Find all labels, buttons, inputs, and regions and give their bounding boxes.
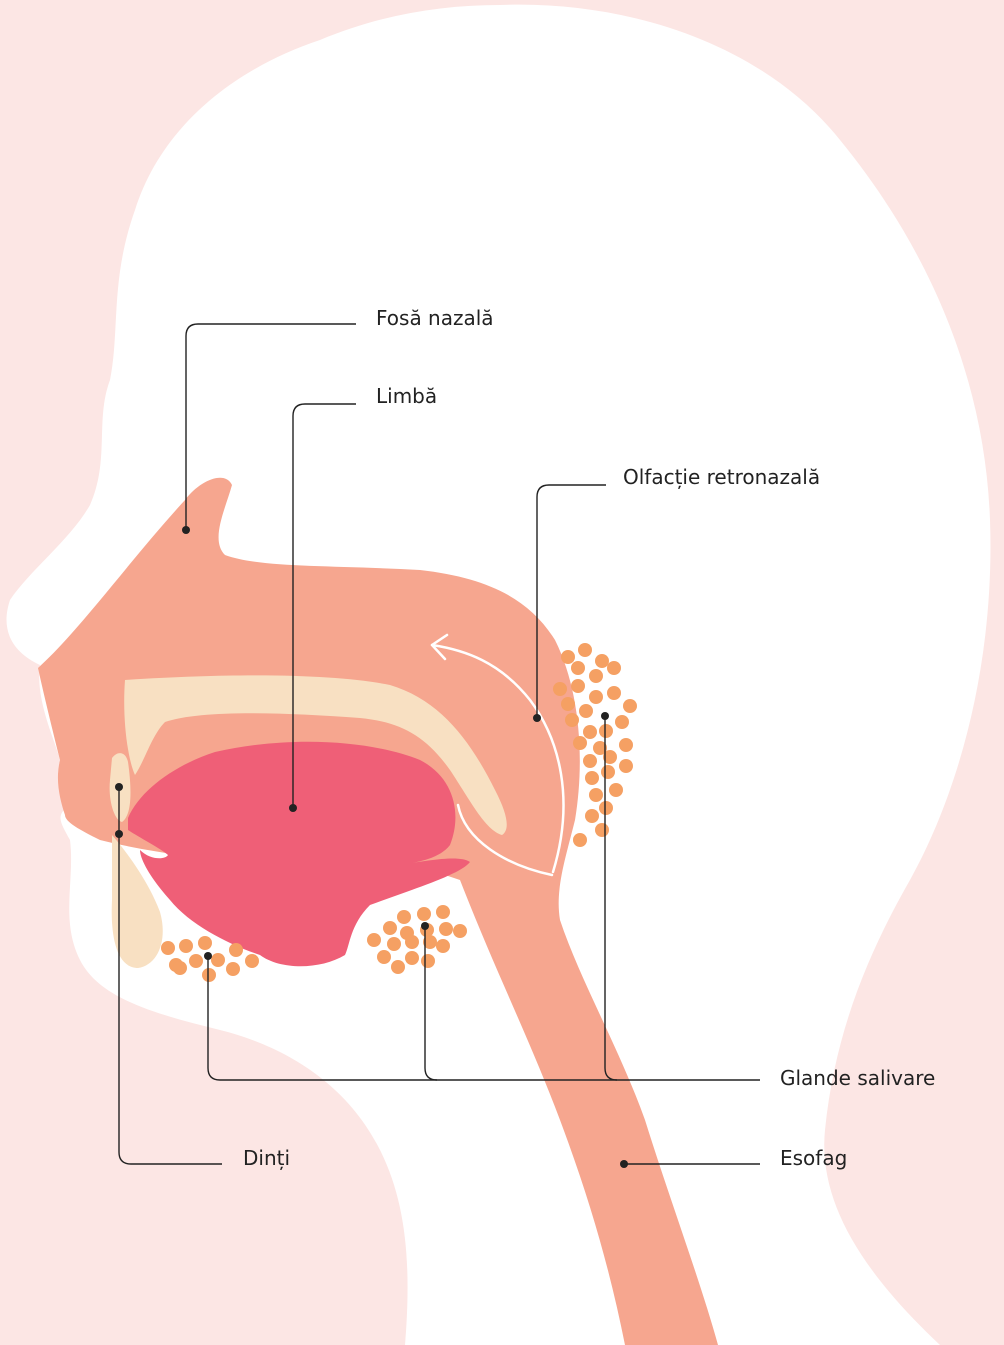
gland-dot	[601, 765, 615, 779]
gland-dot	[578, 643, 592, 657]
gland-dot	[391, 960, 405, 974]
gland-dot	[589, 690, 603, 704]
gland-dot	[607, 686, 621, 700]
label-esophagus: Esofag	[780, 1146, 847, 1170]
gland-dot	[383, 921, 397, 935]
label-teeth: Dinți	[243, 1146, 290, 1170]
gland-dot	[585, 771, 599, 785]
label-nasal-cavity: Fosă nazală	[376, 306, 494, 330]
gland-dot	[571, 661, 585, 675]
gland-dot	[405, 951, 419, 965]
gland-dot	[553, 682, 567, 696]
gland-dot	[245, 954, 259, 968]
dot-tongue	[289, 804, 297, 812]
label-retronasal: Olfacție retronazală	[623, 465, 820, 489]
gland-dot	[367, 933, 381, 947]
gland-dot	[436, 939, 450, 953]
gland-dot	[573, 833, 587, 847]
gland-dot	[405, 935, 419, 949]
dot-teeth-upper	[115, 783, 123, 791]
label-salivary-glands: Glande salivare	[780, 1066, 935, 1090]
gland-dot	[211, 953, 225, 967]
gland-dot	[615, 715, 629, 729]
gland-dot	[387, 937, 401, 951]
gland-dot	[417, 907, 431, 921]
gland-dot	[595, 823, 609, 837]
gland-dot	[229, 943, 243, 957]
dot-retronasal	[533, 714, 541, 722]
gland-dot	[377, 950, 391, 964]
gland-dot	[609, 783, 623, 797]
gland-dot	[561, 650, 575, 664]
gland-dot	[189, 954, 203, 968]
gland-dot	[619, 738, 633, 752]
gland-dot	[561, 697, 575, 711]
dot-salivary-3	[601, 712, 609, 720]
gland-dot	[623, 699, 637, 713]
dot-salivary-2	[421, 922, 429, 930]
gland-dot	[599, 724, 613, 738]
dot-teeth-lower	[115, 830, 123, 838]
gland-dot	[179, 939, 193, 953]
gland-dot	[583, 754, 597, 768]
gland-dot	[595, 654, 609, 668]
gland-dot	[589, 669, 603, 683]
dot-salivary-1	[204, 952, 212, 960]
gland-dot	[607, 661, 621, 675]
gland-dot	[589, 788, 603, 802]
gland-dot	[397, 910, 411, 924]
gland-dot	[198, 936, 212, 950]
gland-dot	[599, 801, 613, 815]
gland-dot	[573, 736, 587, 750]
gland-dot	[453, 924, 467, 938]
gland-dot	[226, 962, 240, 976]
gland-dot	[202, 968, 216, 982]
gland-dot	[571, 679, 585, 693]
gland-dot	[579, 704, 593, 718]
gland-dot	[583, 725, 597, 739]
gland-dot	[436, 905, 450, 919]
gland-dot	[585, 809, 599, 823]
dot-esophagus	[620, 1160, 628, 1168]
label-tongue: Limbă	[376, 384, 437, 408]
gland-dot	[161, 941, 175, 955]
gland-dot	[173, 961, 187, 975]
dot-nasal-cavity	[182, 526, 190, 534]
gland-dot	[619, 759, 633, 773]
gland-dot	[565, 713, 579, 727]
gland-dot	[439, 922, 453, 936]
gland-dot	[421, 954, 435, 968]
